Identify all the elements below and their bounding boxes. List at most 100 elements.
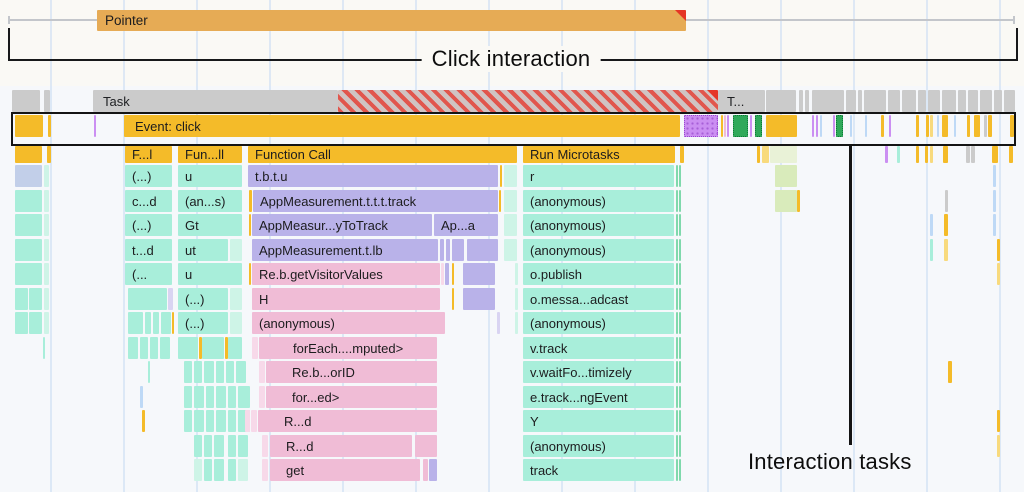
bar-frame[interactable]: (...) (125, 165, 172, 187)
flame-sliver[interactable] (997, 263, 1000, 285)
bar-t-b-t-u[interactable]: t.b.t.u (248, 165, 498, 187)
flame-sliver[interactable] (676, 239, 678, 261)
flame-sliver[interactable] (15, 288, 28, 310)
flame-sliver[interactable] (446, 239, 450, 261)
flame-sliver[interactable] (504, 214, 517, 236)
flame-sliver[interactable] (757, 146, 760, 163)
bar-appmeasurement-t-lb[interactable]: AppMeasurement.t.lb (252, 239, 438, 261)
bar-ap-a[interactable]: Ap...a (434, 214, 498, 236)
flame-sliver[interactable] (15, 239, 42, 261)
flame-sliver[interactable] (889, 115, 891, 137)
flame-sliver[interactable] (467, 239, 498, 261)
flame-sliver[interactable] (997, 239, 1000, 261)
flame-sliver[interactable] (423, 459, 428, 481)
flame-sliver[interactable] (262, 435, 268, 457)
bar-anonymous[interactable]: (anonymous) (523, 214, 674, 236)
flame-sliver[interactable] (150, 337, 158, 359)
flame-sliver[interactable] (948, 361, 952, 383)
flame-sliver[interactable] (679, 263, 681, 285)
flame-sliver[interactable] (452, 239, 464, 261)
flame-sliver[interactable] (1009, 146, 1013, 163)
flame-sliver[interactable] (858, 90, 862, 112)
flame-sliver[interactable] (885, 146, 888, 163)
flame-sliver[interactable] (676, 312, 678, 334)
flame-sliver[interactable] (43, 337, 45, 359)
flame-sliver[interactable] (812, 115, 814, 137)
bar-anonymous[interactable]: (anonymous) (523, 239, 674, 261)
flame-sliver[interactable] (44, 90, 50, 112)
flame-sliver[interactable] (206, 410, 214, 432)
flame-sliver[interactable] (994, 90, 1002, 112)
bar-anonymous[interactable]: (anonymous) (252, 312, 445, 334)
flame-sliver[interactable] (172, 312, 174, 334)
flame-sliver[interactable] (676, 459, 678, 481)
flame-sliver[interactable] (44, 214, 49, 236)
pointer-interaction-bar[interactable]: Pointer (97, 10, 686, 31)
flame-sliver[interactable] (775, 165, 797, 187)
flame-sliver[interactable] (194, 435, 202, 457)
flame-sliver[interactable] (942, 90, 956, 112)
flame-sliver[interactable] (930, 239, 933, 261)
flame-sliver[interactable] (1004, 90, 1015, 112)
flame-sliver[interactable] (44, 165, 49, 187)
flame-sliver[interactable] (415, 435, 437, 457)
flame-sliver[interactable] (676, 410, 678, 432)
flame-sliver[interactable] (755, 115, 762, 137)
flame-sliver[interactable] (15, 115, 43, 137)
flame-sliver[interactable] (676, 190, 678, 212)
flame-sliver[interactable] (230, 288, 242, 310)
bar-event-click[interactable]: Event: click (124, 115, 680, 137)
flame-sliver[interactable] (216, 386, 226, 408)
flame-sliver[interactable] (463, 263, 495, 285)
interaction-tasks-annotation-label[interactable]: Interaction tasks (748, 449, 912, 474)
flame-sliver[interactable] (515, 263, 518, 285)
flame-sliver[interactable] (504, 190, 517, 212)
flame-sliver[interactable] (762, 146, 769, 163)
flame-sliver[interactable] (194, 410, 204, 432)
flame-sliver[interactable] (463, 288, 495, 310)
bar-t[interactable]: T... (718, 90, 765, 112)
bar-frame[interactable]: (... (125, 263, 172, 285)
flame-sliver[interactable] (184, 386, 192, 408)
flame-sliver[interactable] (918, 90, 926, 112)
flame-sliver[interactable] (679, 459, 681, 481)
bar-u[interactable]: u (178, 165, 242, 187)
flame-sliver[interactable] (727, 115, 729, 137)
flame-sliver[interactable] (944, 214, 948, 236)
flame-sliver[interactable] (94, 115, 96, 137)
bar-r-d[interactable]: R...d (258, 410, 437, 432)
bar-o-messa-adcast[interactable]: o.messa...adcast (523, 288, 674, 310)
flame-sliver[interactable] (440, 239, 444, 261)
flame-sliver[interactable] (954, 115, 956, 137)
bar-anonymous[interactable]: (anonymous) (523, 435, 674, 457)
flame-sliver[interactable] (679, 239, 681, 261)
flame-sliver[interactable] (676, 263, 678, 285)
flame-sliver[interactable] (238, 459, 248, 481)
flame-sliver[interactable] (29, 312, 42, 334)
bar-frame[interactable]: (...) (178, 312, 228, 334)
flame-sliver[interactable] (452, 263, 454, 285)
flame-sliver[interactable] (766, 90, 796, 112)
flame-sliver[interactable] (128, 312, 143, 334)
bar-e-track-ngevent[interactable]: e.track...ngEvent (523, 386, 674, 408)
bar-appmeasur-ytotrack[interactable]: AppMeasur...yToTrack (252, 214, 432, 236)
flame-sliver[interactable] (245, 410, 250, 432)
flame-sliver[interactable] (228, 386, 236, 408)
flame-sliver[interactable] (504, 165, 517, 187)
flame-sliver[interactable] (902, 90, 916, 112)
flame-sliver[interactable] (15, 165, 42, 187)
flame-sliver[interactable] (930, 214, 933, 236)
flame-sliver[interactable] (958, 90, 966, 112)
flame-sliver[interactable] (204, 435, 212, 457)
flame-sliver[interactable] (228, 337, 242, 359)
flame-sliver[interactable] (865, 115, 867, 137)
flame-sliver[interactable] (238, 386, 250, 408)
flame-sliver[interactable] (775, 190, 797, 212)
flame-sliver[interactable] (202, 337, 224, 359)
flame-sliver[interactable] (993, 165, 996, 187)
flame-sliver[interactable] (799, 90, 803, 112)
bar-f-l[interactable]: F...l (125, 146, 172, 163)
flame-sliver[interactable] (206, 386, 214, 408)
flame-sliver[interactable] (259, 361, 265, 383)
flame-sliver[interactable] (262, 459, 268, 481)
